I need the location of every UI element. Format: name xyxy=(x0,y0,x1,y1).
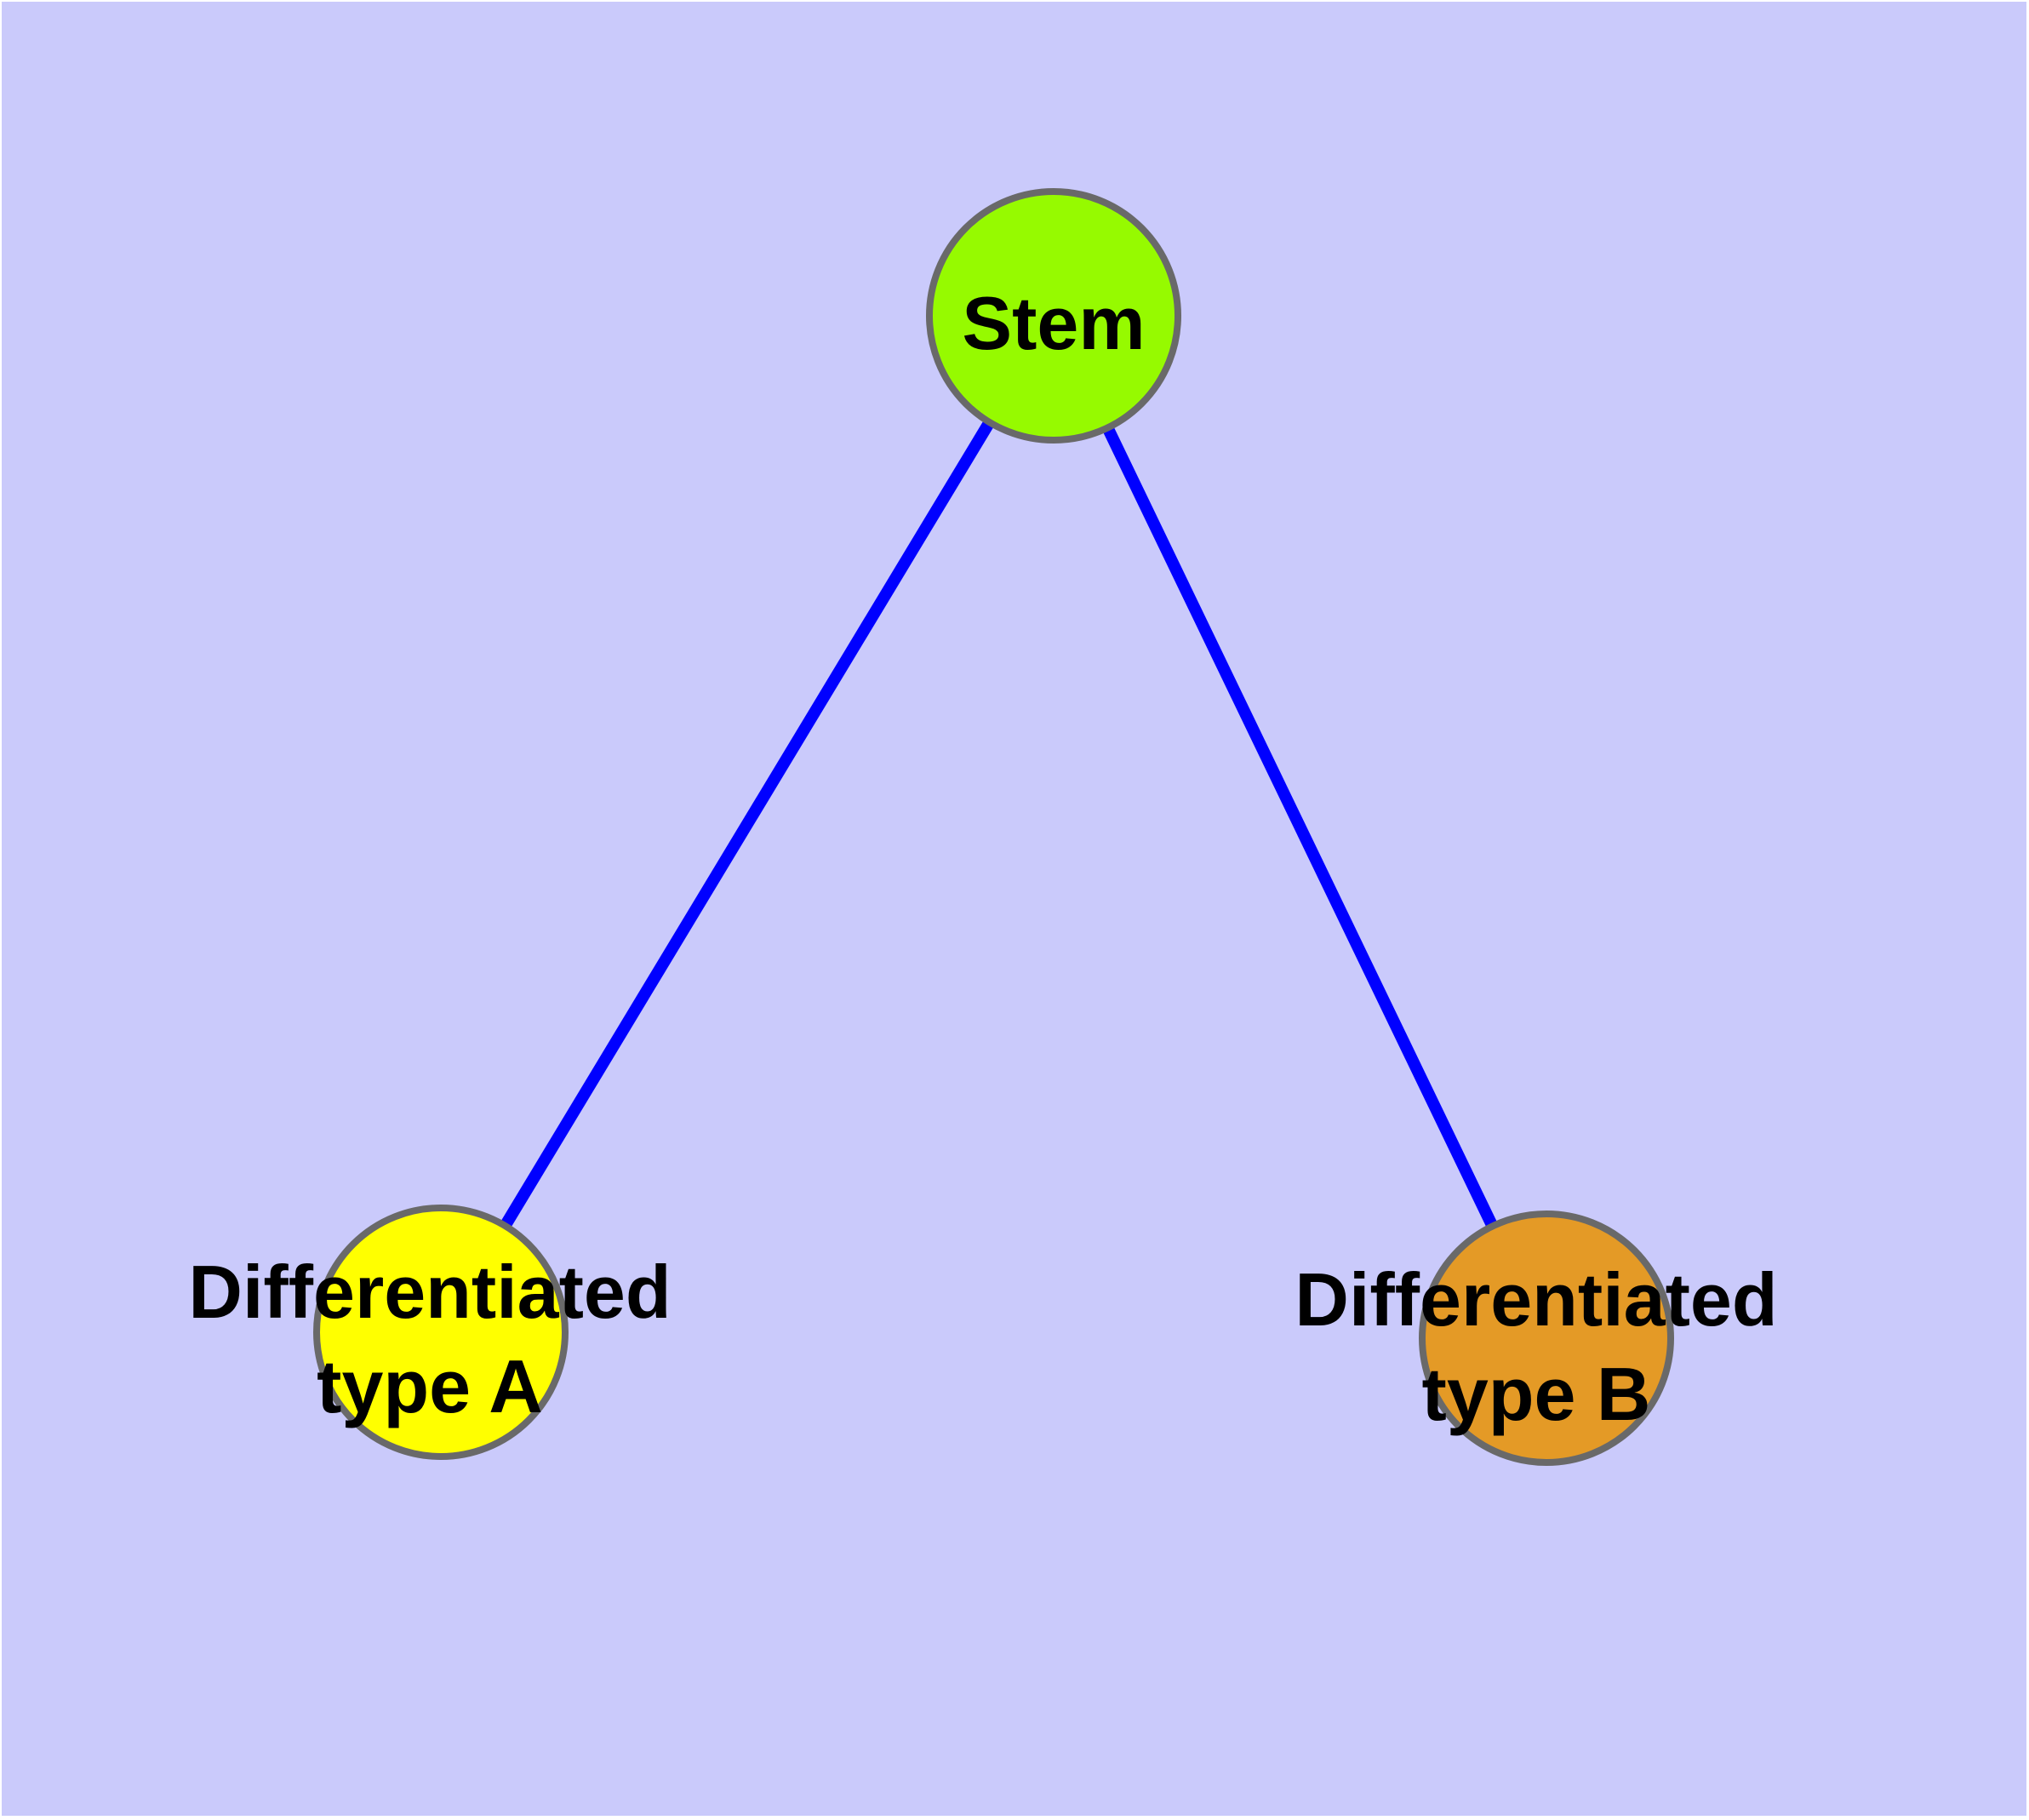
node-stem-circle xyxy=(926,188,1181,444)
node-type-a-label-line2: type A xyxy=(317,1344,543,1428)
node-type-a-label-line1: Differentiated xyxy=(188,1250,671,1334)
node-type-b-circle xyxy=(1419,1210,1674,1466)
edge-stem-to-type-b xyxy=(1048,312,1552,1342)
node-type-b-label-line1: Differentiated xyxy=(1295,1257,1777,1342)
edge-stem-to-type-a xyxy=(436,312,1059,1336)
node-stem-label: Stem xyxy=(962,281,1145,365)
node-type-b-label-line2: type B xyxy=(1422,1352,1651,1436)
node-type-a-circle xyxy=(313,1205,569,1460)
